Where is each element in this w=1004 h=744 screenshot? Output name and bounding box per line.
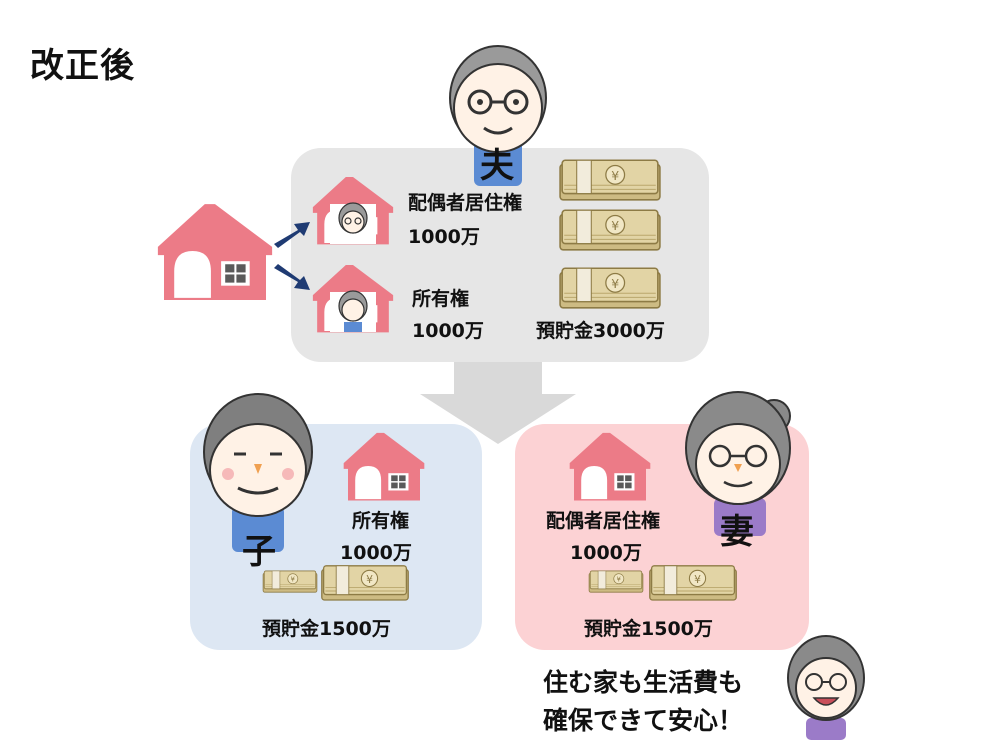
speech-line-2: 確保できて安心！ — [543, 706, 744, 735]
child-savings-label: 預貯金1500万 — [262, 618, 391, 640]
page-title: 改正後 — [30, 46, 135, 86]
savings-total-label: 預貯金3000万 — [536, 320, 665, 342]
husband-icon — [449, 45, 547, 186]
wife-residence-label: 配偶者居住権 — [546, 510, 661, 532]
wife-savings-label: 預貯金1500万 — [584, 618, 713, 640]
ownership-amount: 1000万 — [412, 320, 484, 342]
money-stack-icon — [262, 570, 318, 593]
money-stack-icon — [321, 565, 409, 601]
money-stack-icon — [588, 570, 644, 593]
child-label: 子 — [242, 532, 276, 572]
wife-speech: 住む家も生活費も 確保できて安心！ — [543, 664, 743, 740]
child-icon — [203, 393, 313, 552]
residence-right-label: 配偶者居住権 — [408, 192, 523, 214]
residence-right-amount: 1000万 — [408, 226, 480, 248]
money-stack-icon — [559, 209, 661, 251]
speech-line-1: 住む家も生活費も — [543, 668, 744, 697]
down-arrow-icon — [420, 362, 576, 444]
wife-house-icon — [569, 432, 651, 501]
wife-residence-amount: 1000万 — [570, 542, 642, 564]
child-ownership-label: 所有権 — [352, 510, 410, 532]
wife-label: 妻 — [720, 512, 754, 552]
ownership-label: 所有権 — [412, 288, 470, 310]
child-ownership-amount: 1000万 — [340, 542, 412, 564]
house-ownership-icon — [312, 265, 394, 333]
wife-icon — [685, 391, 791, 536]
smiling-wife-icon — [787, 635, 865, 740]
money-stack-icon — [559, 267, 661, 309]
arrow-down-right-icon — [274, 264, 310, 290]
house-residence-icon — [312, 177, 394, 245]
child-house-icon — [343, 432, 425, 501]
arrow-up-right-icon — [274, 222, 310, 248]
house-icon — [157, 204, 273, 300]
money-stack-icon — [649, 565, 737, 601]
money-stack-icon — [559, 159, 661, 201]
husband-label: 夫 — [480, 146, 514, 186]
